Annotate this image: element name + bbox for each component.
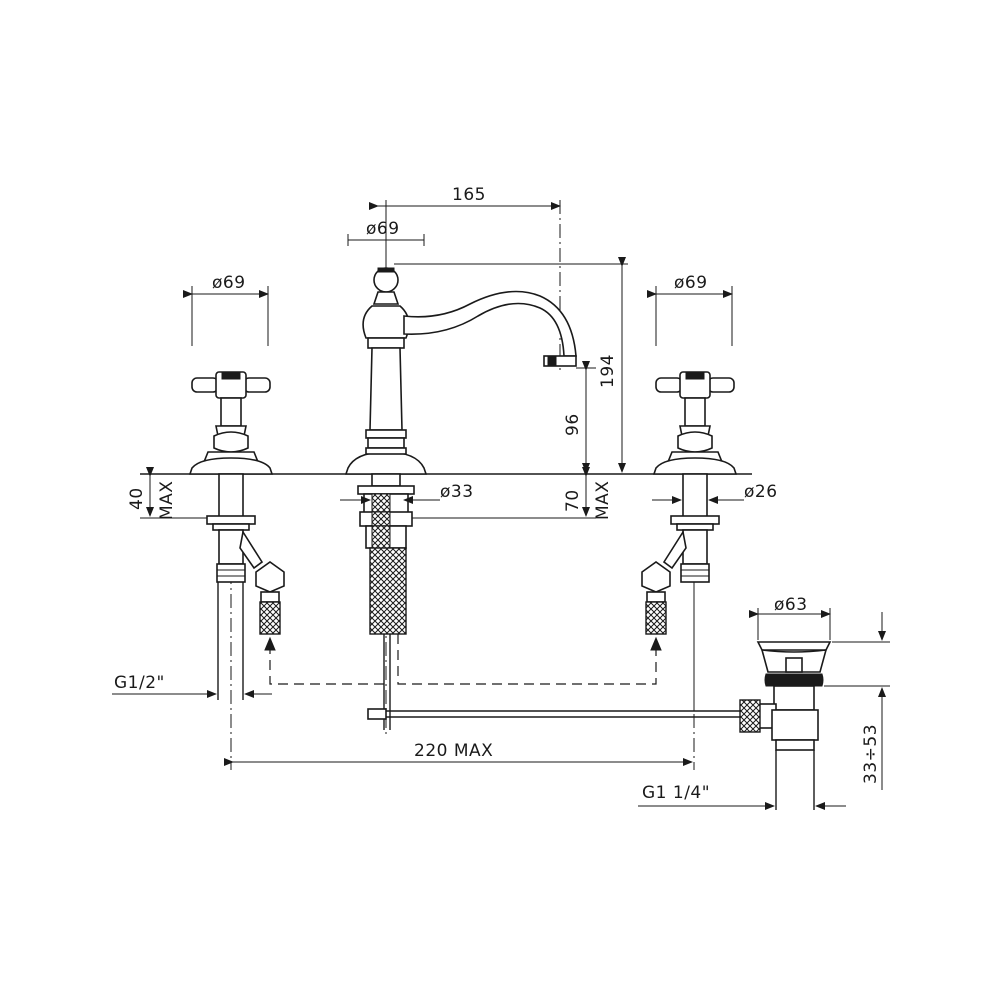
waste-thread-label: G1 1/4" <box>642 783 710 803</box>
center-spout <box>344 267 744 730</box>
dim-right-handle: ø69 <box>647 273 733 346</box>
dim-right-shank: ø26 <box>652 482 778 504</box>
dim-spout-diameter: ø69 <box>347 219 425 246</box>
dim-spout-height: 96 <box>563 361 596 473</box>
center-shank-diameter-label: ø33 <box>440 482 474 502</box>
left-valve <box>188 371 285 700</box>
dim-left-max: 40 MAX <box>127 467 207 520</box>
right-shank-diameter-label: ø26 <box>744 482 778 502</box>
left-max-value: 40 <box>127 487 147 510</box>
right-valve <box>641 371 738 635</box>
max-spread-label: 220 MAX <box>414 741 493 761</box>
center-max-label: MAX <box>593 481 613 520</box>
dim-spout-reach: 165 <box>369 185 561 268</box>
dim-waste-thread: G1 1/4" <box>638 783 846 810</box>
dim-max-spread: 220 MAX <box>224 741 693 766</box>
dim-left-handle: ø69 <box>183 273 269 346</box>
dim-waste-range: 33÷53 <box>824 612 890 790</box>
hose-paths <box>264 634 662 685</box>
left-max-label: MAX <box>157 481 177 520</box>
right-handle-diameter-label: ø69 <box>674 273 708 293</box>
dim-center-max: 70 MAX <box>412 467 613 520</box>
spout-reach-label: 165 <box>452 185 486 205</box>
spout-diameter-label: ø69 <box>366 219 400 239</box>
total-height-label: 194 <box>598 354 618 388</box>
left-handle-diameter-label: ø69 <box>212 273 246 293</box>
dim-waste-diameter: ø63 <box>749 595 831 640</box>
waste-diameter-label: ø63 <box>774 595 808 615</box>
center-max-value: 70 <box>563 489 583 512</box>
dim-total-height: 194 <box>394 257 628 473</box>
spout-height-label: 96 <box>563 413 583 436</box>
pop-up-waste <box>693 582 832 810</box>
inlet-thread-label: G1/2" <box>114 673 165 693</box>
waste-range-label: 33÷53 <box>861 724 881 784</box>
dim-inlet-thread: G1/2" <box>112 673 272 698</box>
dim-center-shank: ø33 <box>340 482 474 504</box>
